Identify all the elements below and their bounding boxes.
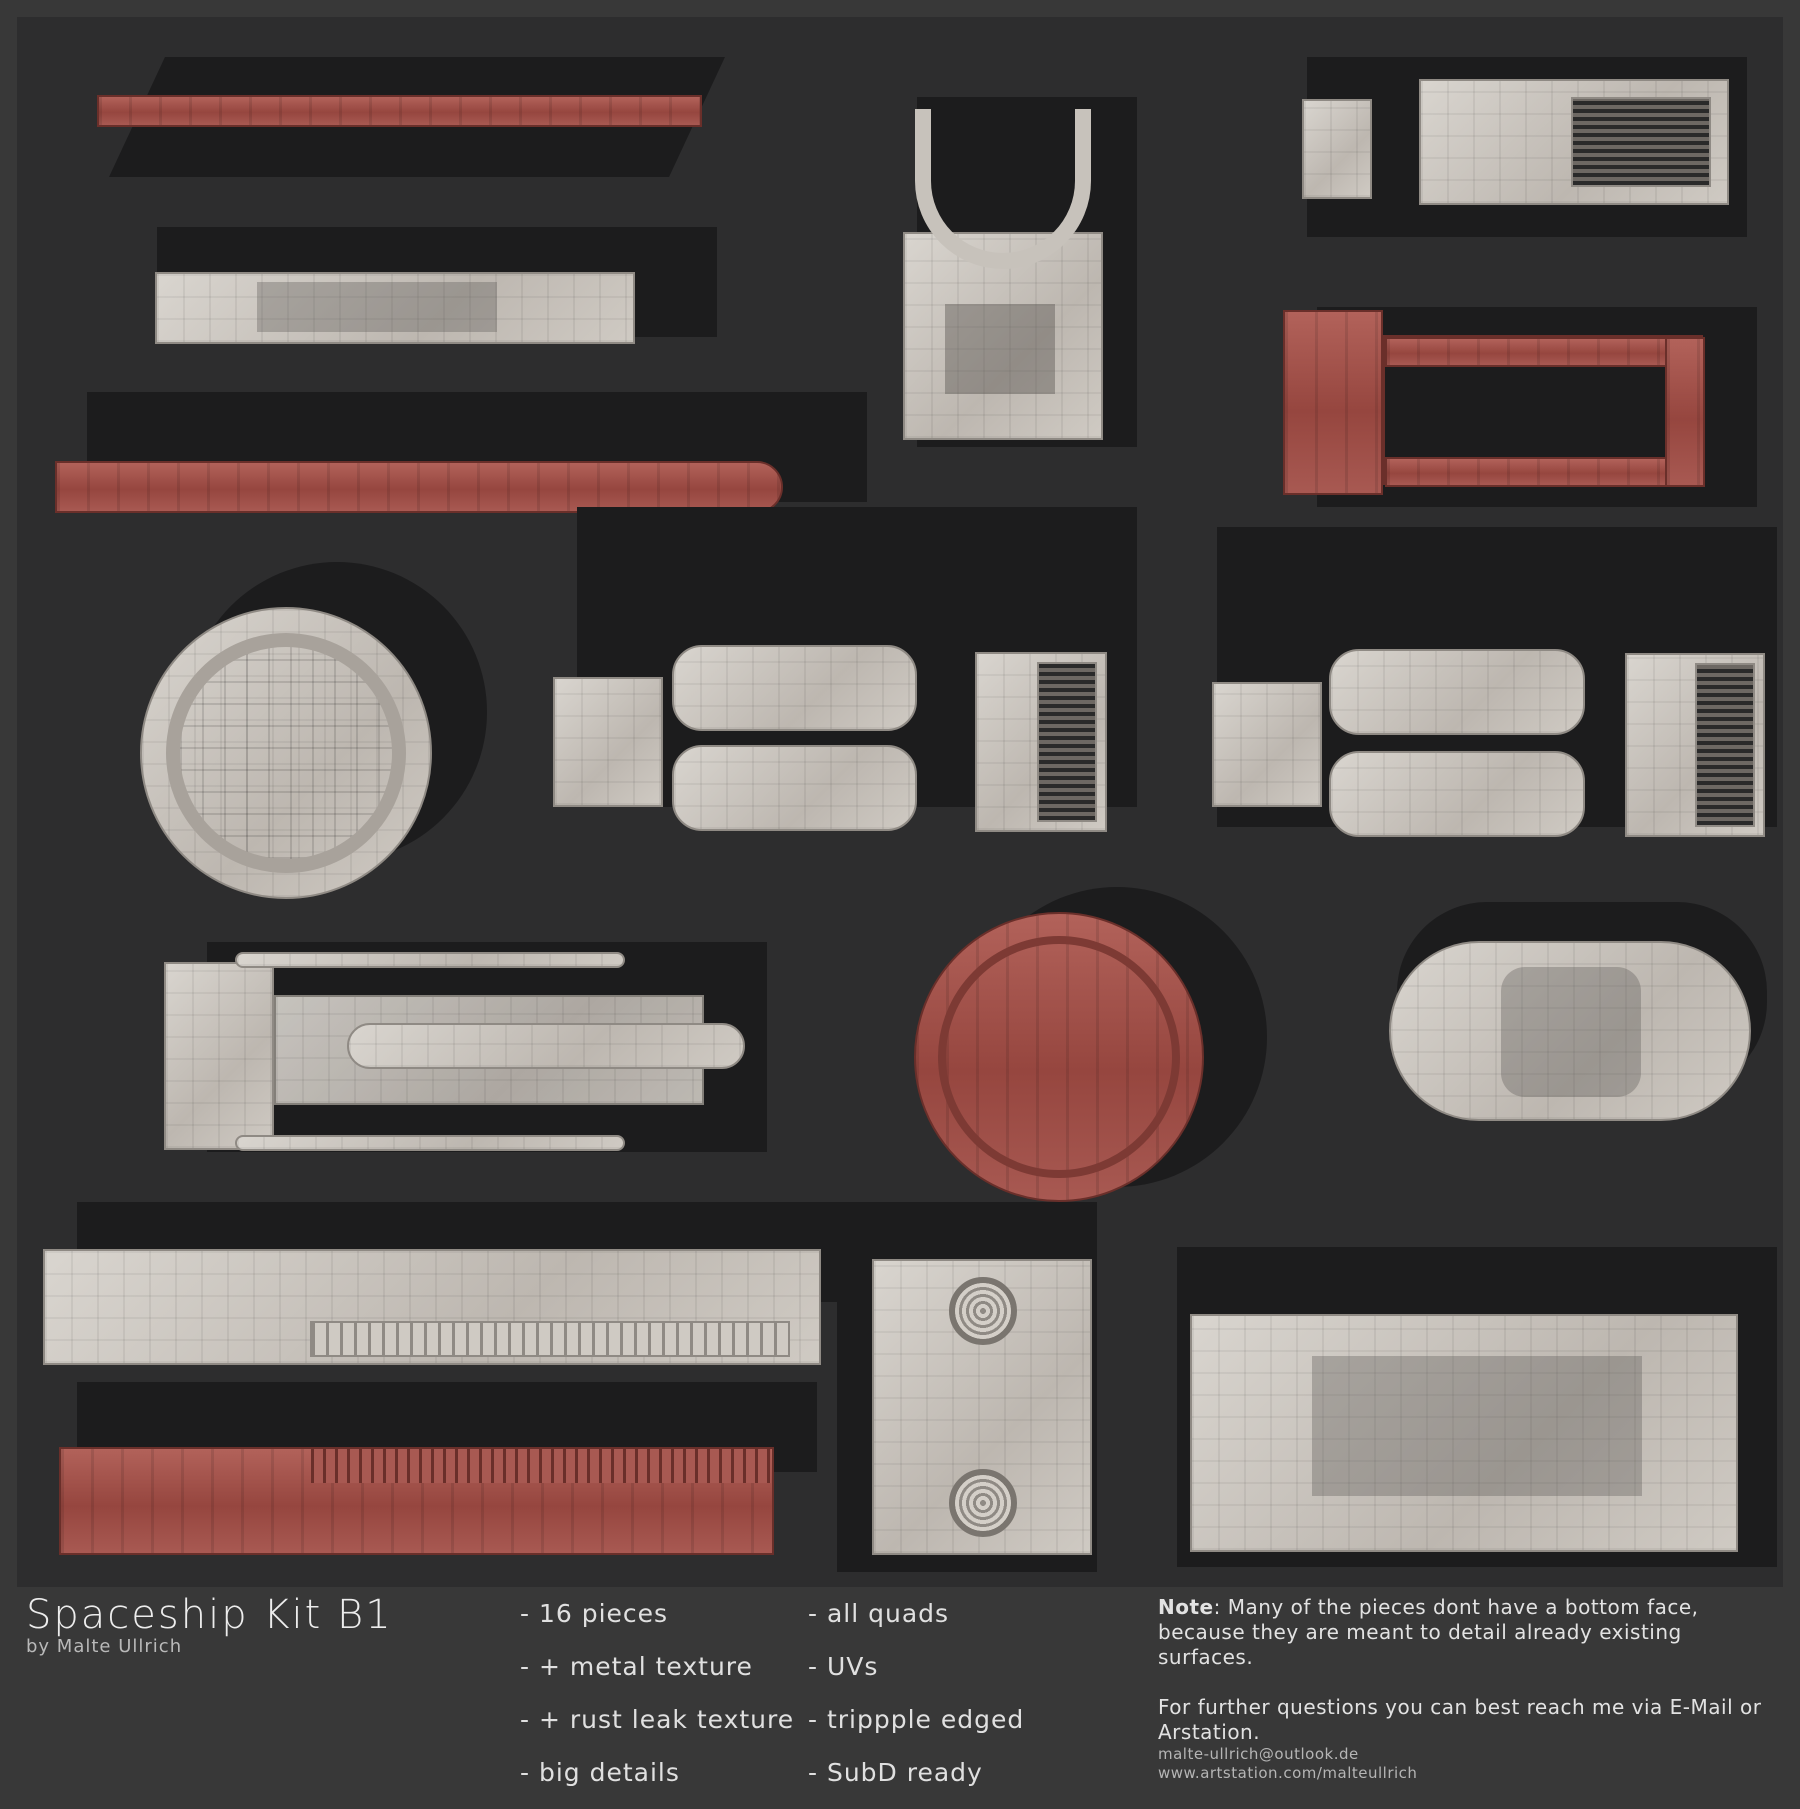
rust-rail-piece	[97, 95, 702, 127]
feature-item: - 16 pieces	[520, 1599, 669, 1628]
rust-frame-piece	[1383, 335, 1705, 487]
feature-item: - all quads	[808, 1599, 950, 1628]
large-plate-piece	[1190, 1314, 1738, 1552]
vented-plate-piece	[872, 1259, 1092, 1555]
email-address: malte-ullrich@outlook.de	[1158, 1745, 1359, 1763]
website-link: www.artstation.com/malteullrich	[1158, 1764, 1418, 1782]
rust-long-rail-piece	[59, 1447, 774, 1555]
note-label: Note	[1158, 1595, 1214, 1619]
render-canvas	[17, 17, 1783, 1587]
feature-item: - + metal texture	[520, 1652, 753, 1681]
note-block: Note: Many of the pieces dont have a bot…	[1158, 1595, 1778, 1783]
tank-end-block	[1625, 653, 1765, 837]
rust-round-hatch-piece	[914, 912, 1204, 1202]
note-text: : Many of the pieces dont have a bottom …	[1158, 1595, 1699, 1669]
metal-machine-end	[1302, 99, 1372, 199]
tank-lower	[1329, 751, 1585, 837]
title-block: Spaceship Kit B1 by Malte Ullrich	[26, 1592, 393, 1657]
launcher-base	[164, 962, 274, 1150]
oval-hatch-piece	[1389, 941, 1751, 1121]
tank-lower	[672, 745, 917, 831]
feature-item: - big details	[520, 1758, 680, 1787]
metal-machine-piece	[1419, 79, 1729, 205]
launcher-rail-bottom	[235, 1135, 625, 1151]
feature-item: - trippple edged	[808, 1705, 1025, 1734]
tank-front-machinery	[553, 677, 663, 807]
launcher-cylinder	[347, 1023, 745, 1069]
author-credit: by Malte Ullrich	[26, 1636, 183, 1657]
launcher-rail-top	[235, 952, 625, 968]
feature-item: - + rust leak texture	[520, 1705, 795, 1734]
rust-frame-block	[1283, 310, 1383, 495]
tank-upper	[672, 645, 917, 731]
contact-text: For further questions you can best reach…	[1158, 1695, 1762, 1744]
feature-item: - UVs	[808, 1652, 879, 1681]
metal-panel-piece	[155, 272, 635, 344]
rust-tube-piece	[55, 461, 783, 513]
feature-item: - SubD ready	[808, 1758, 983, 1787]
feature-list-1: - 16 pieces - + metal texture - + rust l…	[520, 1597, 794, 1809]
round-hatch-piece	[140, 607, 432, 899]
tank-upper	[1329, 649, 1585, 735]
feature-list-2: - all quads - UVs - trippple edged - Sub…	[808, 1597, 1024, 1809]
page-title: Spaceship Kit B1	[26, 1592, 393, 1638]
tank-end-block	[975, 652, 1107, 832]
metal-long-rail-piece	[43, 1249, 821, 1365]
tank-front-machinery	[1212, 682, 1322, 807]
